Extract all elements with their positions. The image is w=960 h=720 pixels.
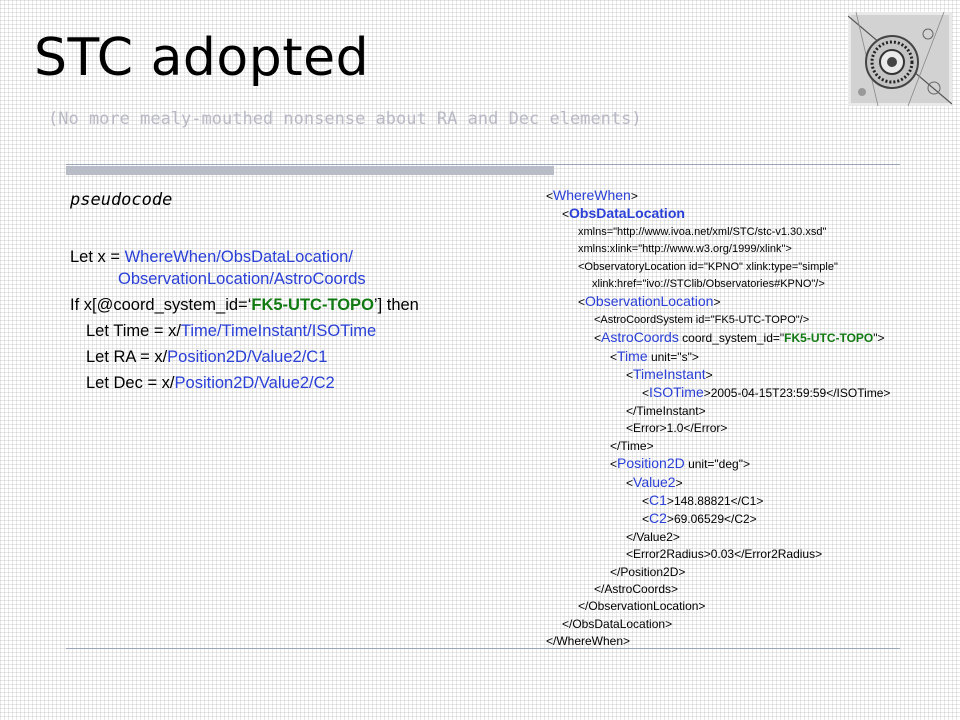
code-value: FK5-UTC-TOPO: [251, 296, 374, 314]
xml-line: <WhereWhen>: [546, 187, 638, 203]
xml-line: <C1>148.88821</C1>: [642, 491, 764, 508]
pseudocode-label: pseudocode: [70, 190, 173, 210]
code-text: Let Dec = x/: [86, 374, 175, 392]
xml-line: <AstroCoordSystem id="FK5-UTC-TOPO"/>: [594, 313, 810, 326]
xml-line: xmlns:xlink="http://www.w3.org/1999/xlin…: [578, 243, 792, 256]
slide-title: STC adopted: [34, 28, 370, 88]
xml-value: 69.06529</C2>: [673, 512, 757, 527]
code-text: ’] then: [373, 296, 419, 314]
xml-attr: ">: [873, 331, 885, 346]
pseudocode-line: Let x = WhereWhen/ObsDataLocation/: [70, 244, 520, 270]
xml-tag: TimeInstant: [633, 366, 706, 383]
xml-line: </Value2>: [626, 529, 680, 544]
slide-subtitle: (No more mealy-mouthed nonsense about RA…: [48, 109, 642, 129]
xml-tag: Position2D: [617, 455, 685, 472]
code-text: Let x =: [70, 248, 125, 266]
xml-line: xlink:href="ivo://STClib/Observatories#K…: [592, 278, 825, 291]
xml-example: <WhereWhen> <ObsDataLocation xmlns="http…: [546, 187, 890, 651]
accent-bar: [66, 166, 554, 175]
xml-value: 148.88821</C1>: [673, 493, 764, 508]
xml-line: <Error>1.0</Error>: [626, 421, 728, 436]
xml-line: </Time>: [610, 438, 654, 453]
pseudocode-line: ObservationLocation/AstroCoords: [118, 270, 366, 288]
xml-line: <TimeInstant>: [626, 366, 713, 383]
xml-line: xmlns="http://www.ivoa.net/xml/STC/stc-v…: [578, 225, 827, 238]
xml-line: <Position2D unit="deg">: [610, 455, 750, 472]
xml-tag: Time: [617, 347, 648, 364]
observatory-logo-icon: [848, 12, 952, 106]
xml-tag: </ISOTime>: [826, 386, 891, 401]
xml-tag: WhereWhen: [553, 187, 631, 203]
xml-line: </WhereWhen>: [546, 634, 631, 649]
xml-line: <Value2>: [626, 473, 683, 490]
pseudocode-line: Let Dec = x/Position2D/Value2/C2: [70, 370, 520, 396]
xml-line: <AstroCoords coord_system_id="FK5-UTC-TO…: [594, 329, 885, 346]
xml-line: </Position2D>: [610, 564, 686, 579]
pseudocode-block: pseudocode Let x = WhereWhen/ObsDataLoca…: [70, 190, 520, 396]
xml-tag: ObservationLocation: [585, 293, 714, 310]
xml-tag: Value2: [633, 473, 676, 490]
xml-tag: C2: [649, 510, 667, 527]
code-path: Position2D/Value2/C2: [174, 374, 335, 392]
code-path: Position2D/Value2/C1: [167, 348, 328, 366]
xml-tag: AstroCoords: [601, 329, 679, 346]
top-divider: [66, 164, 900, 165]
pseudocode-line: If x[@coord_system_id=‘FK5-UTC-TOPO’] th…: [70, 292, 520, 318]
code-path: Time/TimeInstant/ISOTime: [180, 322, 377, 340]
xml-attr: coord_system_id=": [682, 331, 785, 346]
xml-line: <Time unit="s">: [610, 347, 699, 364]
xml-value: 2005-04-15T23:59:59: [710, 386, 827, 401]
xml-line: </ObsDataLocation>: [562, 616, 673, 631]
bottom-divider: [66, 648, 900, 649]
xml-line: </AstroCoords>: [594, 581, 679, 596]
xml-line: <ObservatoryLocation id="KPNO" xlink:typ…: [578, 260, 838, 273]
xml-line: <Error2Radius>0.03</Error2Radius>: [626, 547, 823, 562]
xml-line: </TimeInstant>: [626, 403, 706, 418]
code-text: Let Time = x/: [86, 322, 181, 340]
xml-line: <ObservationLocation>: [578, 293, 721, 310]
xml-tag: C1: [649, 491, 667, 508]
xml-attr-value: FK5-UTC-TOPO: [784, 331, 874, 346]
xml-line: <ObsDataLocation: [562, 205, 685, 222]
code-path: WhereWhen/ObsDataLocation/: [124, 248, 353, 266]
code-text: If x[@coord_system_id=‘: [70, 296, 252, 314]
xml-line: <ISOTime>2005-04-15T23:59:59</ISOTime>: [642, 384, 891, 401]
xml-line: <C2>69.06529</C2>: [642, 510, 757, 527]
xml-attr: unit="deg">: [688, 457, 750, 472]
pseudocode-line: Let RA = x/Position2D/Value2/C1: [70, 344, 520, 370]
xml-line: </ObservationLocation>: [578, 599, 706, 614]
code-text: Let RA = x/: [86, 348, 168, 366]
xml-tag: ISOTime: [649, 384, 704, 401]
xml-tag: ObsDataLocation: [569, 205, 685, 222]
pseudocode-line: Let Time = x/Time/TimeInstant/ISOTime: [70, 318, 520, 344]
xml-attr: unit="s">: [650, 349, 699, 364]
